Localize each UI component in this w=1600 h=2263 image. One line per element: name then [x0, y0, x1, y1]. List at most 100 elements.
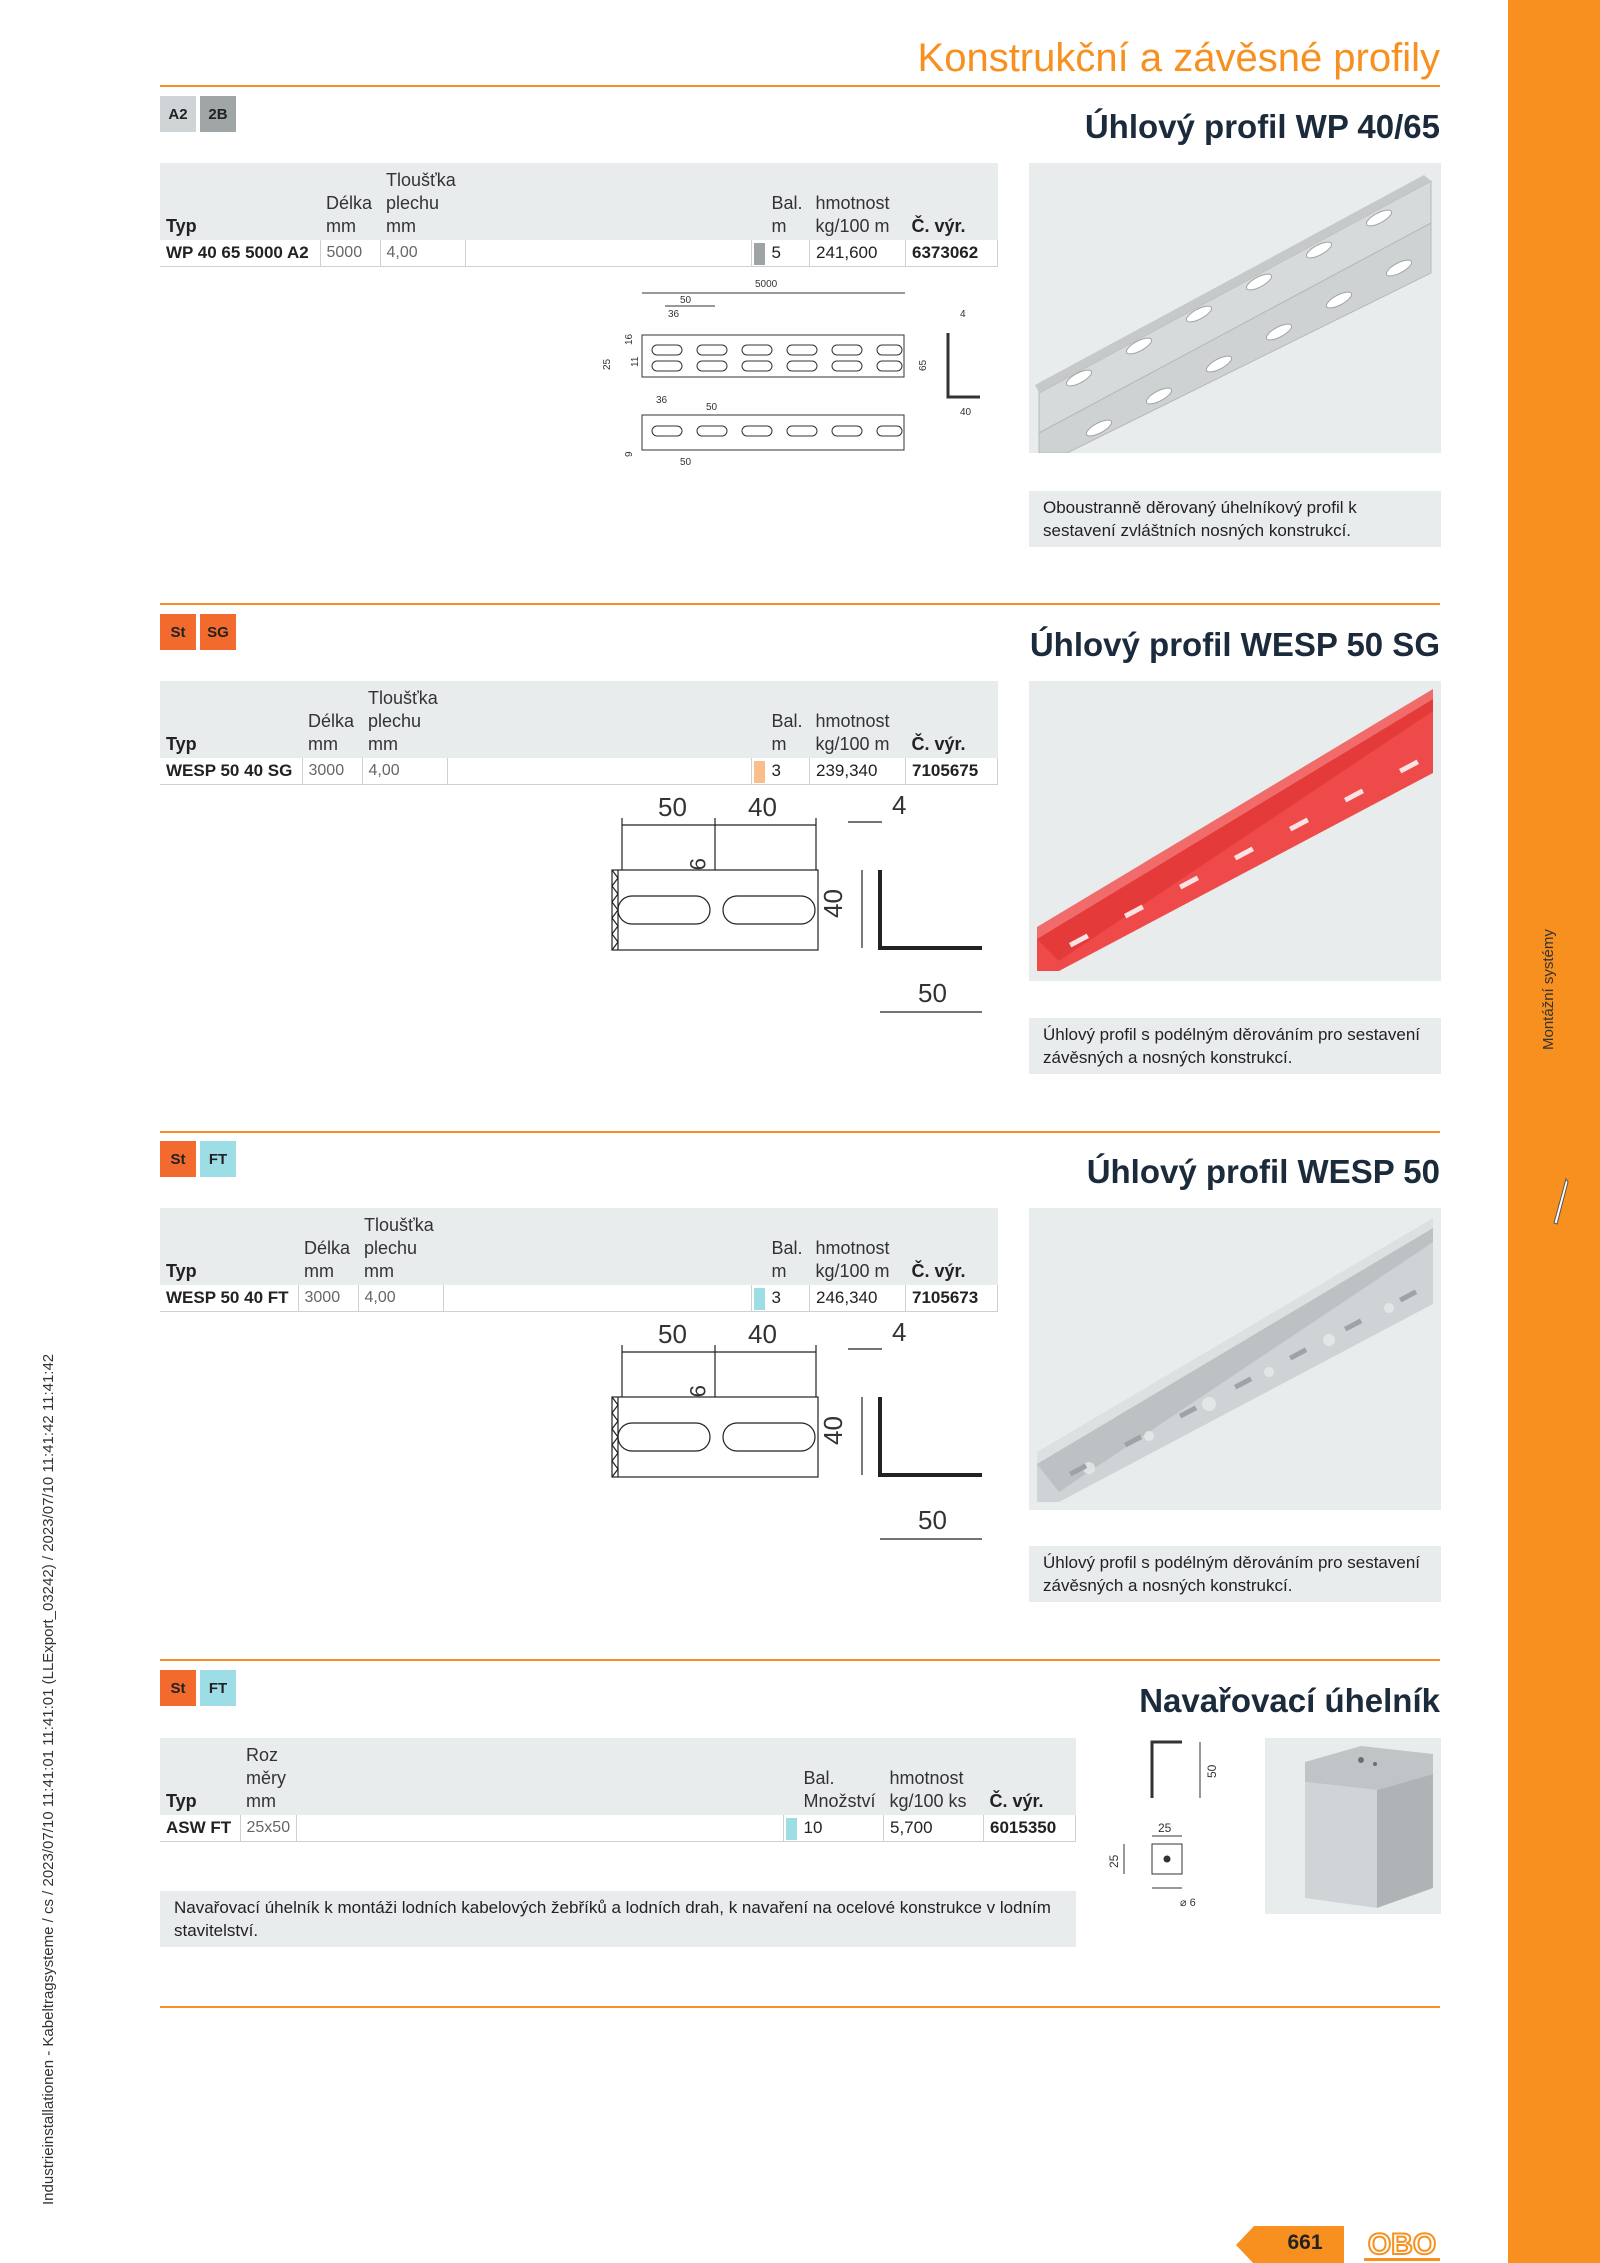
cell-cislo: 6015350 — [983, 1815, 1076, 1842]
table-row: ASW FT 25x50 10 5,700 6015350 — [160, 1815, 1076, 1842]
product-description: Úhlový profil s podélným děrováním pro s… — [1029, 1018, 1441, 1074]
dim-b50: 50 — [918, 978, 947, 1008]
page-title: Konstrukční a závěsné profily — [917, 36, 1440, 80]
material-badges: A2 2B — [160, 96, 236, 132]
cell-bal: 3 — [765, 758, 810, 785]
page-number-tab — [1236, 2226, 1344, 2263]
product-description: Navařovací úhelník k montáži lodních kab… — [160, 1891, 1076, 1947]
dim-40: 40 — [960, 407, 972, 418]
dim-4: 4 — [892, 1317, 906, 1347]
col-hmotnost: hmotnost kg/100 m — [809, 163, 906, 240]
col-spacer — [443, 1208, 752, 1285]
material-badges: St FT — [160, 1670, 236, 1706]
cell-typ: ASW FT — [160, 1815, 241, 1842]
col-delka: Délka mm — [302, 681, 362, 758]
col-typ: Typ — [160, 1738, 240, 1815]
table-row: WESP 50 40 FT 3000 4,00 3 246,340 710567… — [160, 1285, 998, 1312]
section-rule — [160, 1131, 1440, 1133]
cell-rozmery: 25x50 — [240, 1815, 298, 1842]
col-swatch — [751, 681, 766, 758]
cell-delka: 5000 — [320, 240, 381, 267]
cell-cislo: 7105675 — [905, 758, 998, 785]
dim-11: 11 — [630, 356, 641, 367]
dim-36b: 36 — [656, 395, 668, 406]
col-spacer — [296, 1738, 784, 1815]
col-tloustka: Tloušťka plechu mm — [362, 681, 447, 758]
dim-50: 50 — [680, 295, 692, 306]
technical-drawing-wesp: 50 40 9 4 40 50 — [611, 1317, 982, 1540]
cell-hmotnost: 246,340 — [809, 1285, 906, 1312]
dim-b50: 50 — [918, 1505, 947, 1535]
col-delka: Délka mm — [320, 163, 380, 240]
col-bal: Bal. m — [765, 681, 810, 758]
cell-hmotnost: 239,340 — [809, 758, 906, 785]
product-title: Úhlový profil WESP 50 — [1086, 1153, 1440, 1190]
cell-typ: WESP 50 40 FT — [160, 1285, 299, 1312]
product-title: Úhlový profil WESP 50 SG — [1029, 626, 1440, 663]
cell-delka: 3000 — [298, 1285, 359, 1312]
col-hmotnost: hmotnost kg/100 ks — [883, 1738, 984, 1815]
footer-rule — [160, 2006, 1440, 2008]
material-badges: St FT — [160, 1141, 236, 1177]
col-typ: Typ — [160, 681, 302, 758]
dim-length: 5000 — [755, 279, 778, 290]
product-photo-asw — [1265, 1738, 1441, 1914]
badge-a2: A2 — [160, 96, 196, 132]
product-photo-wesp-sg — [1029, 681, 1441, 981]
col-delka: Délka mm — [298, 1208, 358, 1285]
col-cislo: Č. výr. — [983, 1738, 1076, 1815]
dim-9: 9 — [685, 1385, 710, 1397]
dim-h40: 40 — [818, 889, 848, 918]
col-hmotnost: hmotnost kg/100 m — [809, 1208, 906, 1285]
dim-4: 4 — [892, 790, 906, 820]
obo-logo: OBO — [1362, 2224, 1442, 2263]
sidebar-section-label: Montážní systémy — [1540, 929, 1557, 1050]
cell-typ: WESP 50 40 SG — [160, 758, 303, 785]
dim-9: 9 — [685, 858, 710, 870]
col-tloustka: Tloušťka plechu mm — [358, 1208, 443, 1285]
dim-4: 4 — [960, 309, 966, 320]
badge-st: St — [160, 1670, 196, 1706]
product-description: Úhlový profil s podélným děrováním pro s… — [1029, 1546, 1441, 1602]
cell-spacer — [443, 1285, 752, 1312]
badge-st: St — [160, 1141, 196, 1177]
dim-50c: 50 — [680, 457, 692, 468]
badge-ft: FT — [200, 1141, 236, 1177]
table-row: WESP 50 40 SG 3000 4,00 3 239,340 710567… — [160, 758, 998, 785]
dim-40: 40 — [748, 1319, 777, 1349]
dim-16: 16 — [624, 333, 635, 345]
col-bal: Bal. m — [765, 1208, 810, 1285]
dim-65: 65 — [918, 359, 929, 371]
cell-hmotnost: 5,700 — [883, 1815, 984, 1842]
col-cislo: Č. výr. — [905, 1208, 998, 1285]
dim-hole: ⌀ 6 — [1180, 1897, 1196, 1909]
table-row: WP 40 65 5000 A2 5000 4,00 5 241,600 637… — [160, 240, 998, 267]
spec-table: Typ Délka mm Tloušťka plechu mm Bal. m h… — [160, 163, 998, 267]
cell-swatch — [751, 758, 766, 785]
cell-bal: 3 — [765, 1285, 810, 1312]
col-cislo: Č. výr. — [905, 163, 998, 240]
col-spacer — [447, 681, 752, 758]
col-cislo: Č. výr. — [905, 681, 998, 758]
cell-tloustka: 4,00 — [358, 1285, 444, 1312]
dim-9: 9 — [624, 451, 635, 457]
badge-sg: SG — [200, 614, 236, 650]
col-swatch — [751, 1208, 766, 1285]
col-spacer — [465, 163, 752, 240]
dim-50b: 50 — [706, 402, 718, 413]
dim-50: 50 — [1205, 1764, 1219, 1778]
finish-swatch — [754, 760, 765, 783]
product-title: Navařovací úhelník — [1139, 1682, 1440, 1719]
section-rule — [160, 1659, 1440, 1661]
header-rule — [160, 85, 1440, 87]
dim-40: 40 — [748, 792, 777, 822]
dim-25: 25 — [602, 358, 613, 370]
export-meta-text: Industrieinstallationen - Kabeltragsyste… — [40, 1353, 57, 2205]
finish-swatch — [754, 242, 765, 265]
badge-2b: 2B — [200, 96, 236, 132]
col-rozmery: Rozměry mm — [240, 1738, 297, 1815]
product-title: Úhlový profil WP 40/65 — [1084, 108, 1440, 145]
cell-typ: WP 40 65 5000 A2 — [160, 240, 321, 267]
product-photo-wp — [1029, 163, 1441, 453]
section-rule — [160, 603, 1440, 605]
